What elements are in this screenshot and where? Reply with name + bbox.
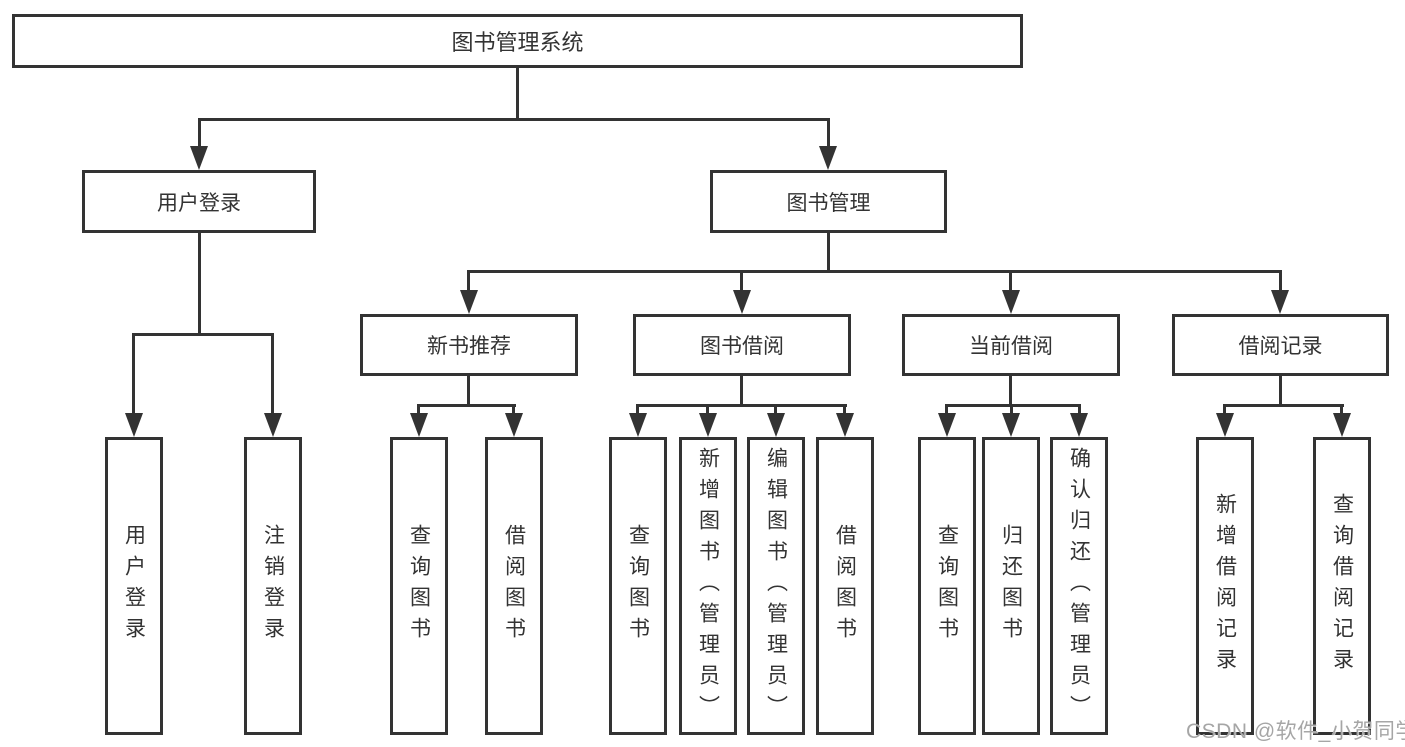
leaf-confirm-return-admin: 确认归还（管理员） xyxy=(1050,437,1108,735)
node-label: 用户登录 xyxy=(122,524,146,648)
arrow-down-icon xyxy=(1070,413,1088,437)
arrow-down-icon xyxy=(1271,290,1289,314)
node-book-management: 图书管理 xyxy=(710,170,947,233)
connector-line xyxy=(706,404,709,416)
node-label: 借阅图书 xyxy=(833,524,857,648)
connector-line xyxy=(945,404,948,416)
connector-line xyxy=(1279,270,1282,292)
connector-line xyxy=(516,66,519,120)
node-label: 图书管理系统 xyxy=(451,30,584,55)
leaf-query-book-recommend: 查询图书 xyxy=(390,437,448,735)
node-label: 确认归还（管理员） xyxy=(1067,446,1091,726)
arrow-down-icon xyxy=(1002,290,1020,314)
node-label: 查询图书 xyxy=(626,524,650,648)
leaf-return-book: 归还图书 xyxy=(982,437,1040,735)
connector-line xyxy=(468,270,1281,273)
node-label: 新增图书（管理员） xyxy=(696,446,720,726)
arrow-down-icon xyxy=(264,413,282,437)
node-label: 新增借阅记录 xyxy=(1213,493,1237,679)
arrow-down-icon xyxy=(819,146,837,170)
arrow-down-icon xyxy=(1002,413,1020,437)
connector-line xyxy=(467,374,470,406)
leaf-edit-book-admin: 编辑图书（管理员） xyxy=(747,437,805,735)
connector-line xyxy=(1340,404,1343,416)
arrow-down-icon xyxy=(733,290,751,314)
arrow-down-icon xyxy=(836,413,854,437)
connector-line xyxy=(1279,374,1282,406)
node-label: 查询图书 xyxy=(407,524,431,648)
node-label: 归还图书 xyxy=(999,524,1023,648)
node-label: 图书管理 xyxy=(786,191,871,215)
arrow-down-icon xyxy=(938,413,956,437)
node-label: 查询图书 xyxy=(935,524,959,648)
connector-line xyxy=(774,404,777,416)
connector-line xyxy=(198,118,830,121)
node-label: 借阅图书 xyxy=(502,524,526,648)
leaf-borrow-book-recommend: 借阅图书 xyxy=(485,437,543,735)
arrow-down-icon xyxy=(1333,413,1351,437)
arrow-down-icon xyxy=(767,413,785,437)
node-library-management-system: 图书管理系统 xyxy=(12,14,1023,68)
node-label: 用户登录 xyxy=(157,191,241,215)
connector-line xyxy=(1223,404,1344,407)
arrow-down-icon xyxy=(1216,413,1234,437)
leaf-add-borrow-record: 新增借阅记录 xyxy=(1196,437,1254,735)
leaf-query-book-borrowing: 查询图书 xyxy=(609,437,667,735)
leaf-logout: 注销登录 xyxy=(244,437,302,735)
connector-line xyxy=(198,230,201,335)
connector-line xyxy=(132,333,135,416)
connector-line xyxy=(417,404,516,407)
arrow-down-icon xyxy=(699,413,717,437)
arrow-down-icon xyxy=(410,413,428,437)
node-label: 注销登录 xyxy=(261,524,285,648)
leaf-add-book-admin: 新增图书（管理员） xyxy=(679,437,737,735)
connector-line xyxy=(636,404,639,416)
node-label: 当前借阅 xyxy=(969,335,1053,358)
leaf-query-borrow-record: 查询借阅记录 xyxy=(1313,437,1371,735)
node-current-borrowing: 当前借阅 xyxy=(902,314,1120,376)
node-new-book-recommend: 新书推荐 xyxy=(360,314,578,376)
connector-line xyxy=(1009,270,1012,292)
arrow-down-icon xyxy=(125,413,143,437)
watermark: CSDN @软件_小贺同学 xyxy=(1186,720,1405,743)
connector-line xyxy=(132,333,274,336)
node-borrowing-records: 借阅记录 xyxy=(1172,314,1389,376)
connector-line xyxy=(636,404,847,407)
connector-line xyxy=(740,374,743,406)
arrow-down-icon xyxy=(505,413,523,437)
node-label: 图书借阅 xyxy=(700,335,784,358)
arrow-down-icon xyxy=(629,413,647,437)
connector-line xyxy=(198,118,201,148)
connector-line xyxy=(945,404,1081,407)
connector-line xyxy=(843,404,846,416)
node-label: 新书推荐 xyxy=(427,335,511,358)
connector-line xyxy=(1078,404,1081,416)
node-book-borrowing: 图书借阅 xyxy=(633,314,851,376)
connector-line xyxy=(1010,404,1013,416)
node-label: 查询借阅记录 xyxy=(1330,493,1354,679)
connector-line xyxy=(417,404,420,416)
arrow-down-icon xyxy=(190,146,208,170)
leaf-user-login: 用户登录 xyxy=(105,437,163,735)
leaf-query-book-current: 查询图书 xyxy=(918,437,976,735)
connector-line xyxy=(827,230,830,272)
arrow-down-icon xyxy=(460,290,478,314)
connector-line xyxy=(467,270,470,292)
connector-line xyxy=(512,404,515,416)
leaf-borrow-book: 借阅图书 xyxy=(816,437,874,735)
connector-line xyxy=(1009,374,1012,406)
connector-line xyxy=(827,118,830,148)
connector-line xyxy=(1223,404,1226,416)
connector-line xyxy=(271,333,274,416)
node-user-login: 用户登录 xyxy=(82,170,316,233)
node-label: 编辑图书（管理员） xyxy=(764,446,788,726)
node-label: 借阅记录 xyxy=(1238,335,1323,358)
connector-line xyxy=(740,270,743,292)
